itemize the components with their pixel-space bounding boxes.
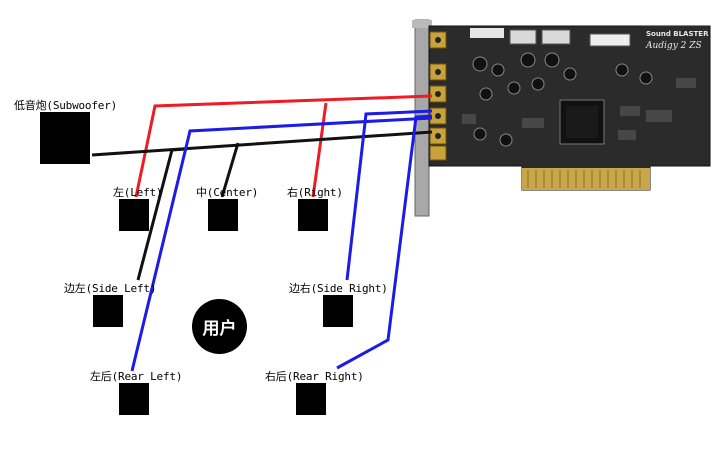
wire-side-right [345, 109, 433, 281]
side-right-label: 边右(Side Right) [289, 282, 388, 295]
subwoofer-label: 低音炮(Subwoofer) [14, 99, 118, 112]
side-right-speaker [323, 295, 353, 327]
rear-left-label: 左后(Rear Left) [90, 370, 183, 383]
rear-right-speaker [296, 383, 326, 415]
rear-right-label: 右后(Rear Right) [265, 370, 364, 383]
subwoofer-speaker [40, 112, 90, 164]
wire-center [220, 142, 240, 198]
wire-front-right [311, 102, 328, 198]
center-label: 中(Center) [196, 186, 259, 199]
wire-rear-left [130, 116, 433, 372]
wire-subwoofer [91, 130, 433, 157]
front-left-speaker [119, 199, 149, 231]
card-brand-text: Sound BLASTER [646, 30, 709, 38]
wire-rear-right [336, 114, 433, 370]
center-speaker [208, 199, 238, 231]
front-right-speaker [298, 199, 328, 231]
side-left-speaker [93, 295, 123, 327]
card-model-text: Audigy 2 ZS [645, 41, 702, 51]
sound-card-image: Sound BLASTER Audigy 2 ZS [412, 19, 711, 217]
rear-left-speaker [119, 383, 149, 415]
wire-side-left [136, 147, 187, 281]
side-left-label: 边左(Side Left) [64, 282, 157, 295]
front-right-label: 右(Right) [287, 186, 343, 199]
wire-front-left [134, 94, 433, 198]
user-badge: 用户 [192, 299, 247, 354]
front-left-label: 左(Left) [113, 186, 163, 199]
